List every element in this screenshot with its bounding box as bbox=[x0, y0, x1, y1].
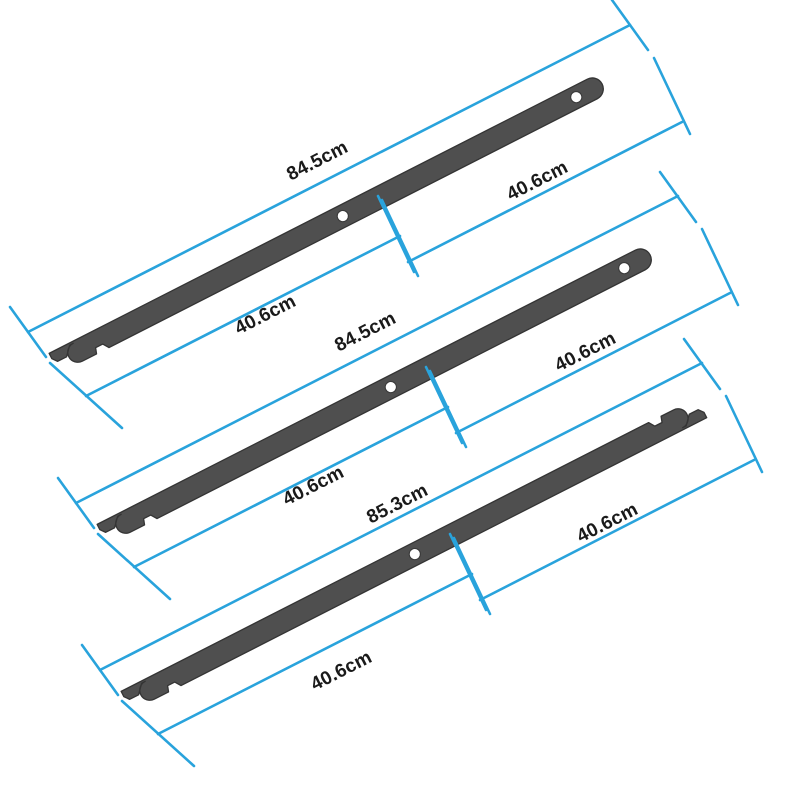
bar-2-total-length-label: 84.5cm bbox=[331, 308, 399, 357]
bar-1-body bbox=[48, 73, 608, 374]
bar-3-dimension-total bbox=[80, 337, 722, 697]
bar-1-total-length-label: 84.5cm bbox=[283, 137, 351, 186]
bar-1-right-half-label: 40.6cm bbox=[503, 157, 571, 206]
dimension-line bbox=[84, 234, 402, 398]
extension-line-mid bbox=[376, 194, 416, 274]
bar-3-dimension-left-half bbox=[120, 532, 488, 768]
bar-2-left-half-label: 40.6cm bbox=[279, 462, 347, 511]
bar-1-left-half-label: 40.6cm bbox=[231, 291, 299, 340]
dimension-line bbox=[454, 291, 732, 435]
dimension-line bbox=[74, 194, 680, 505]
dimension-line bbox=[478, 458, 756, 602]
bar-3-dimension-right-half bbox=[452, 394, 764, 616]
extension-line-mid bbox=[424, 365, 464, 445]
bar-2-body bbox=[96, 244, 656, 545]
extension-line-mid bbox=[452, 536, 492, 616]
dimension-line bbox=[26, 23, 632, 334]
bar-assembly-1: 84.5cm 40.6cm 40.6cm bbox=[8, 0, 692, 430]
extension-line-mid bbox=[448, 532, 488, 612]
dimension-line bbox=[98, 361, 704, 672]
extension-line-mid bbox=[428, 369, 468, 449]
center-mounting-hole bbox=[336, 209, 349, 223]
dimension-line bbox=[132, 405, 450, 569]
center-mounting-hole bbox=[408, 547, 421, 561]
bar-3-left-half-label: 40.6cm bbox=[307, 647, 375, 696]
bar-3-total-length-label: 85.3cm bbox=[363, 480, 431, 529]
bar-1-dimension-total bbox=[8, 0, 650, 359]
extension-line-right bbox=[724, 394, 764, 474]
bar-1-dimension-right-half bbox=[380, 56, 692, 278]
end-mounting-hole bbox=[618, 261, 631, 275]
bar-2-right-half-label: 40.6cm bbox=[551, 328, 619, 377]
bar-assembly-3: 85.3cm 40.6cm 40.6cm bbox=[80, 337, 764, 768]
bar-2-dimension-right-half bbox=[428, 227, 740, 449]
bar-1-dimension-left-half bbox=[48, 194, 416, 430]
bar-2-dimension-total bbox=[56, 170, 698, 530]
bar-3-body bbox=[120, 397, 708, 712]
dimension-line bbox=[406, 120, 684, 264]
center-mounting-hole bbox=[384, 380, 397, 394]
extension-line-right bbox=[652, 56, 692, 136]
dimension-line bbox=[156, 572, 474, 736]
extension-line-right bbox=[700, 227, 740, 307]
extension-line-mid bbox=[380, 198, 420, 278]
end-mounting-hole bbox=[570, 90, 583, 104]
bar-2-dimension-left-half bbox=[96, 365, 464, 601]
